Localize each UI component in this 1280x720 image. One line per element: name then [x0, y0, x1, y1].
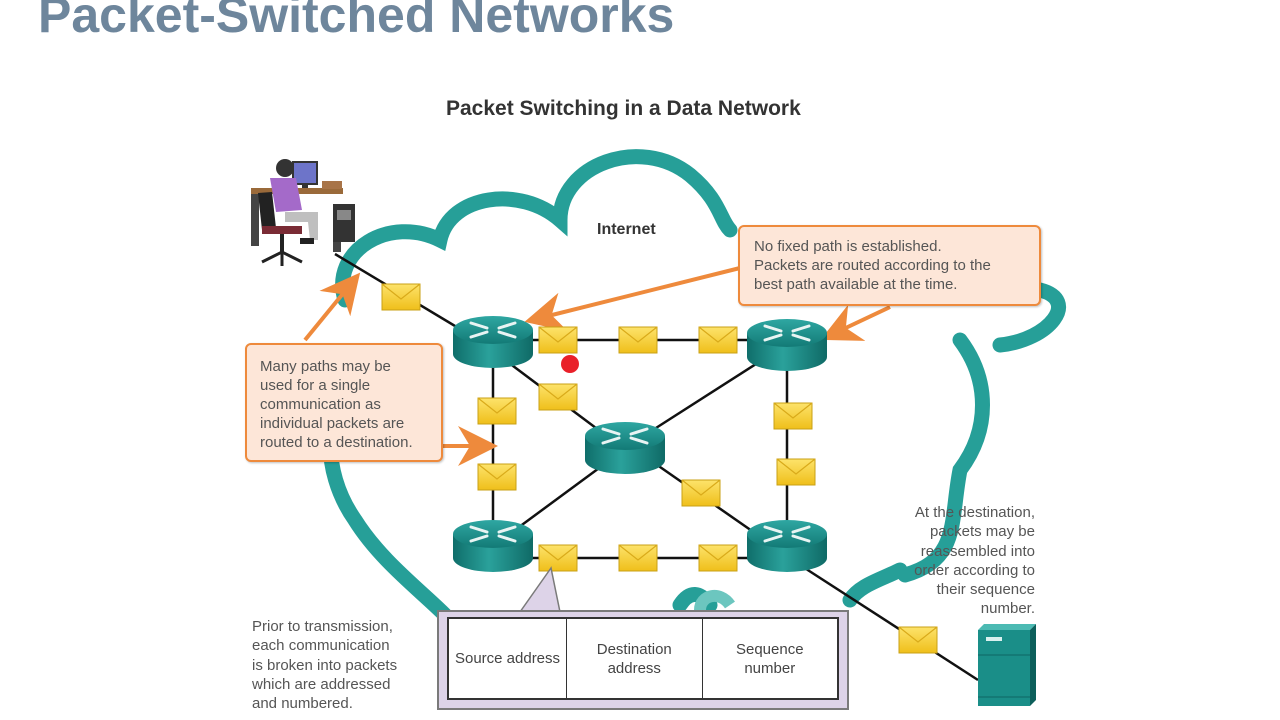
- slide-title: Packet-Switched Networks: [38, 0, 675, 43]
- packet: [477, 397, 517, 425]
- packet: [773, 402, 813, 430]
- arrow-to-workstation-link: [303, 272, 361, 342]
- packet-format-box: Source address Destination address Seque…: [437, 610, 849, 710]
- note-text-line: order according to: [914, 561, 1035, 579]
- note-text-line: Prior to transmission,: [252, 618, 393, 635]
- packet: [618, 326, 658, 354]
- callout-many-paths: Many paths may be used for a single comm…: [245, 343, 443, 462]
- field-label: Source address: [454, 650, 561, 667]
- packet: [538, 544, 578, 572]
- packet: [681, 479, 721, 507]
- packet: [477, 463, 517, 491]
- note-text-line: At the destination,: [914, 504, 1035, 521]
- destination-note: At the destination, packets may be reass…: [885, 503, 1035, 619]
- internet-label: Internet: [597, 221, 656, 238]
- link-diag-tr-center: [644, 353, 771, 437]
- router-bottom-right: [745, 518, 829, 574]
- arrow-to-router-top-right: [820, 304, 891, 341]
- packet: [698, 326, 738, 354]
- router-center: [583, 420, 667, 476]
- packet: [618, 544, 658, 572]
- packet: [538, 326, 578, 354]
- callout-text-line: No fixed path is established.: [754, 238, 942, 255]
- internet-cloud: [322, 149, 1066, 623]
- diagram-title: Packet Switching in a Data Network: [446, 97, 801, 120]
- note-text-line: number.: [980, 600, 1035, 618]
- arrow-to-router-top-left: [524, 266, 741, 332]
- callout-text-line: best path available at the time.: [754, 276, 958, 293]
- packet: [538, 383, 578, 411]
- router-top-left: [451, 314, 535, 370]
- packet: [381, 283, 421, 311]
- note-text-line: reassembled into: [920, 542, 1035, 560]
- field-label: Sequence: [735, 640, 804, 658]
- packet-format-pointer: [518, 566, 561, 613]
- link-router-server: [799, 563, 979, 682]
- field-label: address: [607, 659, 661, 677]
- callout-text-line: individual packets are: [260, 415, 405, 432]
- note-text-line: which are addressed: [252, 675, 391, 693]
- callout-arrows: [303, 266, 891, 466]
- packet: [776, 458, 816, 486]
- packet-format-table: Source address Destination address Seque…: [447, 617, 839, 700]
- field-label: Destination: [596, 640, 672, 658]
- pointer-dot: [561, 355, 579, 373]
- note-text-line: each communication: [252, 637, 390, 655]
- note-text-line: is broken into packets: [252, 656, 398, 674]
- prior-transmission-note: Prior to transmission, each communicatio…: [252, 617, 432, 713]
- user-workstation-icon: [251, 159, 355, 266]
- server-icon: [978, 624, 1036, 706]
- field-destination-address: Destination address: [567, 619, 703, 698]
- callout-text-line: used for a single: [260, 377, 371, 394]
- callout-text-line: Packets are routed according to the: [754, 257, 991, 274]
- note-text-line: packets may be: [929, 523, 1035, 541]
- callout-no-fixed-path: No fixed path is established. Packets ar…: [738, 225, 1041, 306]
- field-sequence-number: Sequence number: [703, 619, 838, 698]
- note-text-line: their sequence: [936, 581, 1035, 599]
- router-bottom-left: [451, 518, 535, 574]
- packet: [698, 544, 738, 572]
- packet: [898, 626, 938, 654]
- link-diag-center-bl: [514, 458, 611, 532]
- router-top-right: [745, 317, 829, 373]
- callout-text-line: Many paths may be: [260, 358, 391, 375]
- field-label: number: [744, 659, 796, 677]
- callout-text-line: routed to a destination.: [260, 434, 413, 451]
- callout-text-line: communication as: [260, 396, 381, 413]
- field-source-address: Source address: [449, 619, 568, 698]
- note-text-line: and numbered.: [252, 695, 353, 713]
